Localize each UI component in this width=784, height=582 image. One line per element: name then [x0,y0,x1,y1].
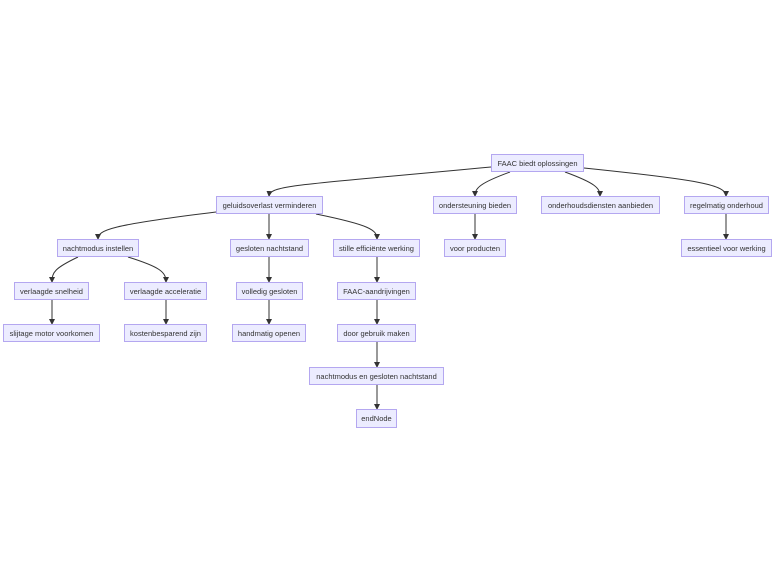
edge [315,213,380,240]
edge [49,256,79,283]
node-nachtmodus: nachtmodus instellen [57,239,139,257]
node-faac: FAAC-aandrijvingen [337,282,416,300]
node-end: endNode [356,409,397,428]
node-snelheid: verlaagde snelheid [14,282,89,300]
edge [472,171,511,197]
node-acceleratie: verlaagde acceleratie [124,282,207,300]
node-combi: nachtmodus en gesloten nachtstand [309,367,444,385]
node-voor: voor producten [444,239,506,257]
edge [95,211,217,240]
edge [127,256,169,283]
node-stille: stille efficiënte werking [333,239,420,257]
node-slijtage: slijtage motor voorkomen [3,324,100,342]
edge [583,167,729,197]
node-door: door gebruik maken [337,324,416,342]
node-ondersteuning: ondersteuning bieden [433,196,517,214]
node-essentieel: essentieel voor werking [681,239,772,257]
node-handmatig: handmatig openen [232,324,306,342]
node-gesloten: gesloten nachtstand [230,239,309,257]
node-root: FAAC biedt oplossingen [491,154,584,172]
node-onderhoudsdiensten: onderhoudsdiensten aanbieden [541,196,660,214]
node-kosten: kostenbesparend zijn [124,324,207,342]
edge [266,166,492,197]
node-geluid: geluidsoverlast verminderen [216,196,323,214]
node-volledig: volledig gesloten [236,282,303,300]
node-regelmatig: regelmatig onderhoud [684,196,769,214]
edge [564,171,603,197]
